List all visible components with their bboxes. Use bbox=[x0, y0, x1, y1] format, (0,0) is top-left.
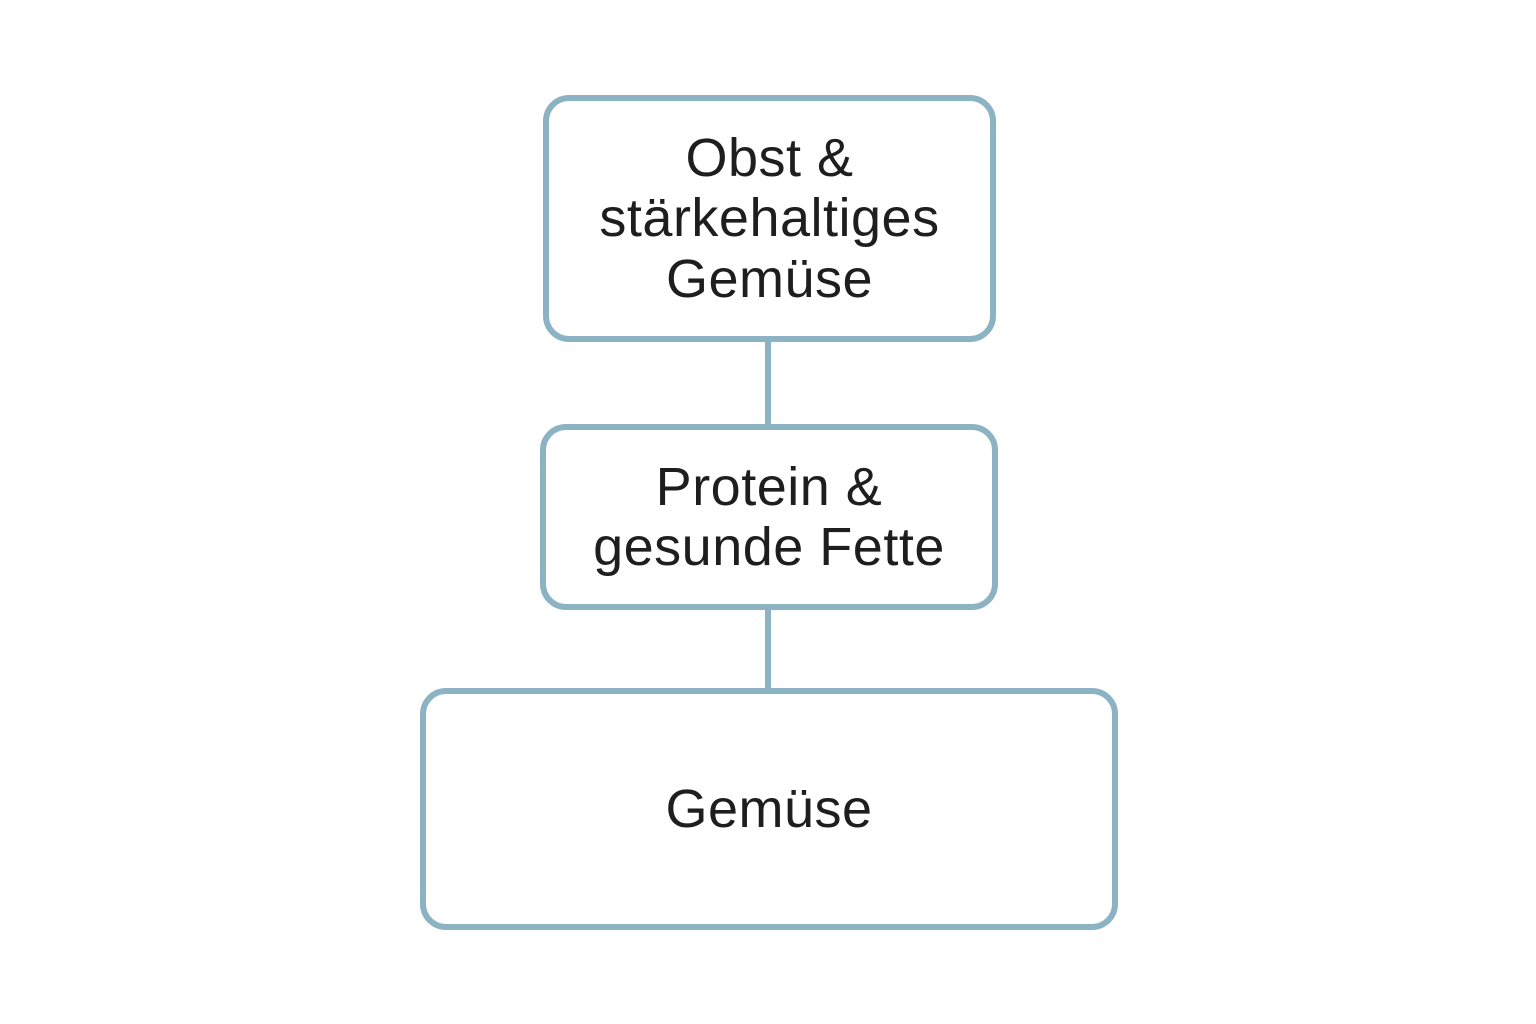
node-label: Protein & gesunde Fette bbox=[593, 456, 945, 577]
connector-line-middle-to-bottom bbox=[765, 608, 771, 692]
diagram-node-gemuese: Gemüse bbox=[420, 688, 1118, 930]
diagram-node-obst-staerkehaltiges-gemuese: Obst & stärkehaltiges Gemüse bbox=[543, 95, 996, 342]
connector-line-top-to-middle bbox=[765, 340, 771, 428]
node-label: Gemüse bbox=[665, 778, 873, 839]
diagram-node-protein-gesunde-fette: Protein & gesunde Fette bbox=[540, 424, 998, 610]
node-label: Obst & stärkehaltiges Gemüse bbox=[599, 127, 940, 309]
